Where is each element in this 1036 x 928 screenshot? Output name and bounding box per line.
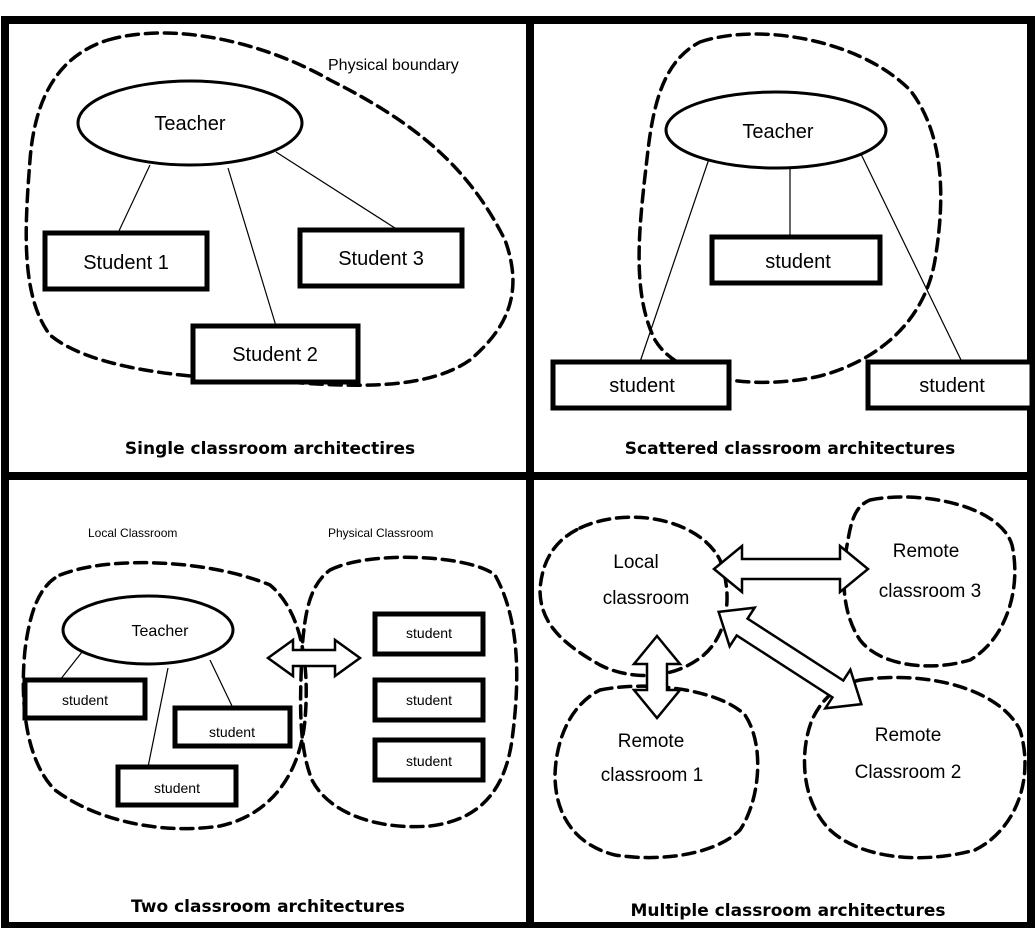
student-label: student — [406, 692, 452, 708]
connector-line — [209, 659, 233, 707]
remote-classroom-1-boundary — [553, 684, 760, 860]
remote-classroom-2-boundary — [802, 675, 1027, 860]
panel-two-classroom: Local Classroom Physical Classroom Teach… — [21, 526, 519, 917]
connector-line — [639, 149, 713, 363]
classroom-label: Local — [613, 552, 658, 573]
double-arrow-icon — [712, 543, 870, 595]
panel-frame — [1, 16, 1035, 928]
remote-classroom-3-boundary — [842, 495, 1017, 668]
student-node — [42, 230, 210, 292]
connector-line — [275, 151, 399, 231]
teacher-label: Teacher — [154, 113, 225, 135]
student-node — [172, 705, 293, 749]
student-node — [372, 611, 486, 657]
teacher-label: Teacher — [132, 623, 190, 640]
connector-line — [117, 164, 151, 234]
student-node — [22, 677, 148, 721]
student-label: Student 3 — [338, 248, 424, 270]
panel-single-classroom: Physical boundary Teacher Student 1 Stud… — [24, 31, 515, 459]
teacher-node — [61, 594, 235, 666]
classroom-label: classroom 1 — [601, 765, 703, 786]
student-node — [865, 359, 1035, 411]
physical-boundary-label: Physical boundary — [328, 57, 459, 74]
student-label: student — [62, 692, 108, 708]
classroom-label: Classroom 2 — [855, 762, 962, 783]
student-node — [190, 323, 361, 385]
classroom-label: Remote — [893, 541, 960, 562]
panel-caption: Multiple classroom architectures — [630, 901, 945, 921]
panel-multiple-classroom: Local classroom Remote classroom 3 Remot… — [538, 495, 1027, 921]
connector-line — [227, 167, 277, 327]
local-classroom-label: Local Classroom — [88, 526, 177, 540]
student-label: student — [609, 375, 675, 397]
student-label: student — [765, 251, 831, 273]
connector-line — [147, 667, 169, 768]
connector-line — [59, 651, 83, 681]
student-label: student — [406, 753, 452, 769]
local-classroom-boundary — [538, 515, 729, 678]
student-node — [709, 234, 883, 286]
student-node — [550, 359, 732, 411]
student-node — [372, 677, 486, 723]
student-label: student — [919, 375, 985, 397]
classroom-label: Remote — [875, 725, 942, 746]
panel-caption: Single classroom architectires — [125, 439, 415, 459]
student-label: Student 1 — [83, 252, 169, 274]
teacher-node — [664, 90, 888, 170]
student-node — [297, 227, 465, 289]
teacher-label: Teacher — [742, 121, 813, 143]
classroom-label: Remote — [618, 731, 685, 752]
classroom-label: classroom 3 — [879, 581, 981, 602]
physical-classroom-label: Physical Classroom — [328, 526, 433, 540]
student-label: Student 2 — [232, 344, 318, 366]
local-classroom-boundary — [21, 560, 308, 831]
teacher-node — [76, 79, 304, 167]
classroom-boundary — [637, 32, 943, 385]
student-label: student — [209, 724, 255, 740]
classroom-label: classroom — [603, 588, 690, 609]
student-node — [372, 737, 486, 783]
physical-boundary — [24, 31, 515, 387]
panel-caption: Scattered classroom architectures — [625, 439, 955, 459]
double-arrow-icon — [631, 634, 683, 720]
student-node — [115, 764, 239, 808]
student-label: student — [154, 780, 200, 796]
panel-scattered-classroom: Teacher student student student Scattere… — [550, 32, 1035, 459]
student-label: student — [406, 625, 452, 641]
double-arrow-icon — [716, 606, 864, 710]
double-arrow-icon — [265, 637, 363, 679]
connector-line — [859, 151, 963, 363]
panel-caption: Two classroom architectures — [131, 897, 405, 917]
